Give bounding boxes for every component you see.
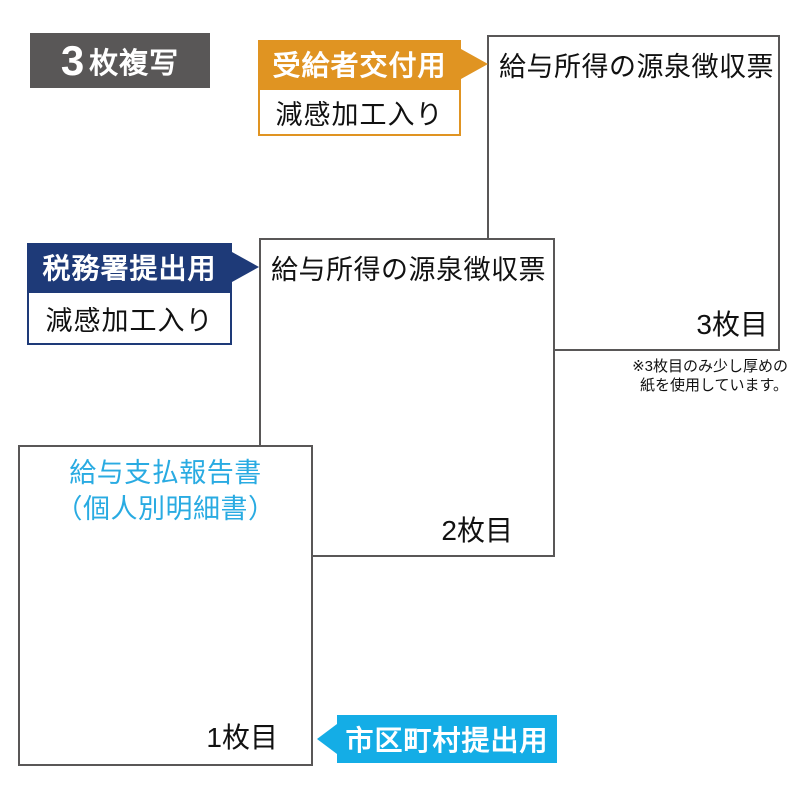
copies-count-suffix: 枚複写 xyxy=(89,47,180,80)
sheet-1-title: 給与支払報告書 （個人別明細書） xyxy=(20,455,311,528)
paper-thickness-note: ※3枚目のみ少し厚めの 紙を使用しています。 xyxy=(632,358,788,396)
copies-count-badge: 3 枚複写 xyxy=(30,33,210,88)
sheet-1-page-label: 1枚目 xyxy=(206,722,278,753)
recipient-copy-callout: 受給者交付用 xyxy=(258,40,488,88)
recipient-desensitized-label: 減感加工入り xyxy=(275,99,444,130)
arrow-right-icon xyxy=(461,49,488,79)
tax-office-copy-callout-label: 税務署提出用 xyxy=(42,253,217,284)
copies-count-number: 3 xyxy=(60,36,85,84)
sheet-3-page-label: 3枚目 xyxy=(696,309,768,340)
municipality-copy-callout-label: 市区町村提出用 xyxy=(345,725,549,756)
arrow-right-icon xyxy=(232,252,259,282)
paper-thickness-note-line1: ※3枚目のみ少し厚めの xyxy=(632,358,788,375)
tax-office-copy-callout: 税務署提出用 xyxy=(27,243,259,291)
recipient-copy-callout-label: 受給者交付用 xyxy=(272,50,447,81)
sheet-3-title: 給与所得の源泉徴収票 xyxy=(499,52,774,82)
sheet-1-title-line2: （個人別明細書） xyxy=(55,494,276,525)
sheet-2-title: 給与所得の源泉徴収票 xyxy=(271,255,546,285)
municipality-copy-callout: 市区町村提出用 xyxy=(317,715,557,763)
tax-office-desensitized-label: 減感加工入り xyxy=(45,305,214,336)
tax-office-desensitized-box: 減感加工入り xyxy=(27,291,232,345)
sheet-1-title-line1: 給与支払報告書 xyxy=(69,458,262,488)
paper-thickness-note-line2: 紙を使用しています。 xyxy=(639,376,788,394)
arrow-left-icon xyxy=(317,724,337,754)
sheet-2-page-label: 2枚目 xyxy=(441,515,513,546)
sheet-1: 給与支払報告書 （個人別明細書） 1枚目 xyxy=(18,445,313,766)
recipient-desensitized-box: 減感加工入り xyxy=(258,88,461,136)
